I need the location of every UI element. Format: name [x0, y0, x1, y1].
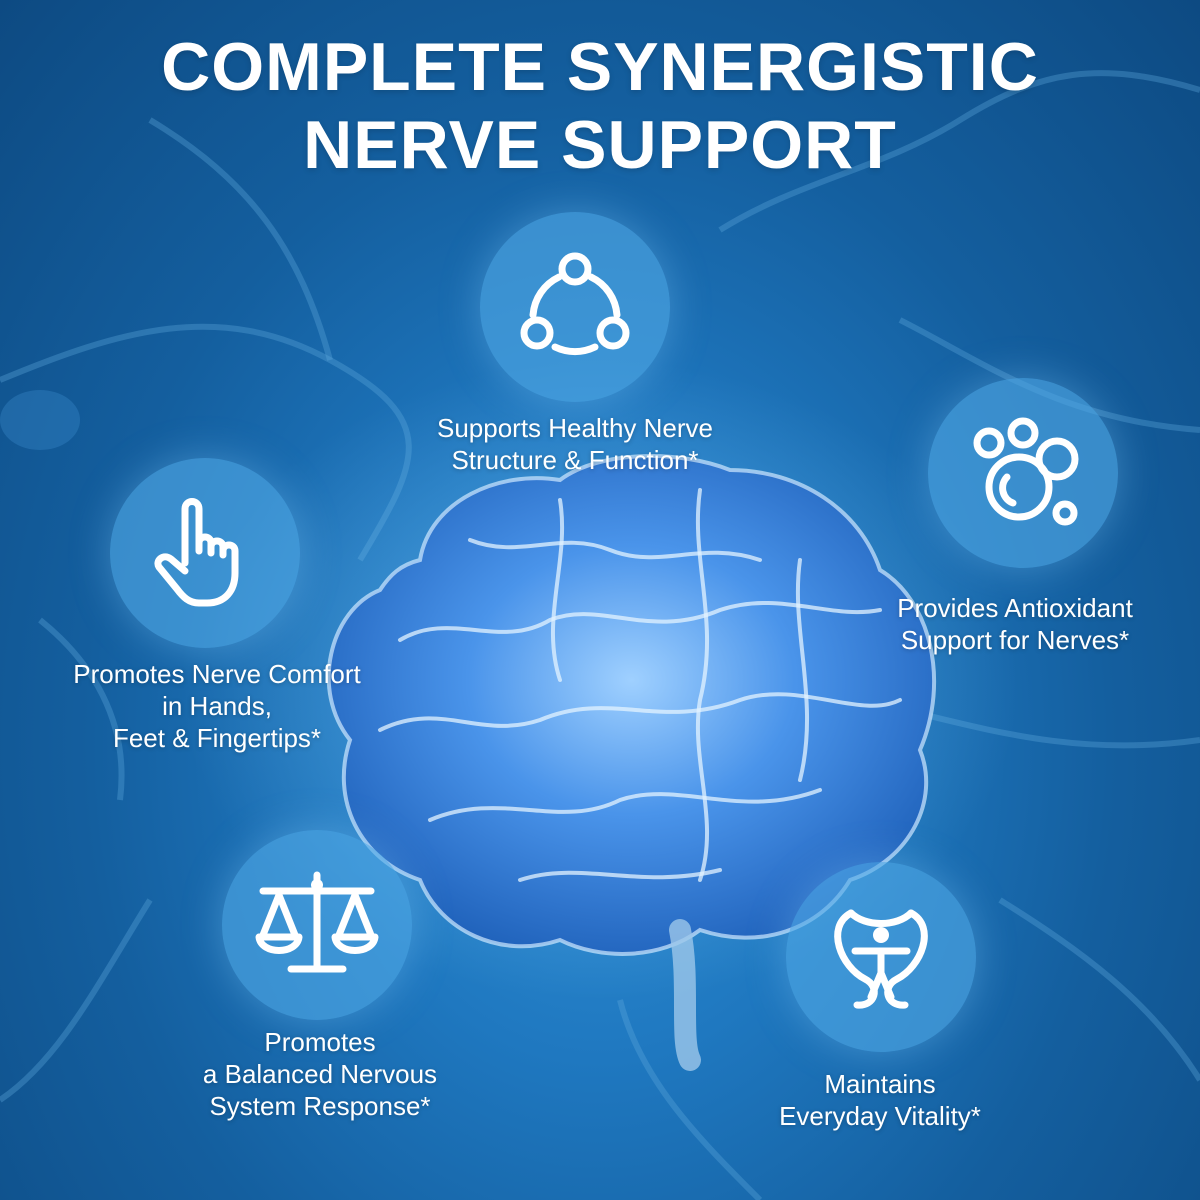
benefit-badge-comfort — [110, 458, 300, 648]
human-vitality-icon — [834, 909, 928, 1009]
title-line-1: COMPLETE SYNERGISTIC — [161, 29, 1039, 105]
benefit-badge-balance — [222, 830, 412, 1020]
benefit-badge-vitality — [786, 862, 976, 1052]
balance-scale-icon — [255, 871, 379, 973]
benefit-label-balance: Promotes a Balanced Nervous System Respo… — [202, 1027, 438, 1121]
title-line-2: NERVE SUPPORT — [303, 107, 897, 183]
benefit-label-antioxidant: Provides Antioxidant Support for Nerves* — [897, 593, 1133, 655]
pointing-hand-icon — [154, 498, 239, 607]
benefit-badge-structure — [480, 212, 670, 402]
neuron-body — [0, 390, 80, 450]
benefit-label-comfort: Promotes Nerve Comfort in Hands, Feet & … — [73, 659, 361, 753]
benefit-label-structure: Supports Healthy Nerve Structure & Funct… — [436, 413, 714, 475]
benefit-badge-antioxidant — [928, 378, 1118, 568]
page-title: COMPLETE SYNERGISTIC NERVE SUPPORT — [0, 28, 1200, 184]
brain-illustration — [326, 454, 937, 1071]
benefit-label-vitality: Maintains Everyday Vitality* — [779, 1069, 981, 1131]
connected-nodes-icon — [520, 252, 630, 356]
bubbles-icon — [973, 417, 1079, 526]
